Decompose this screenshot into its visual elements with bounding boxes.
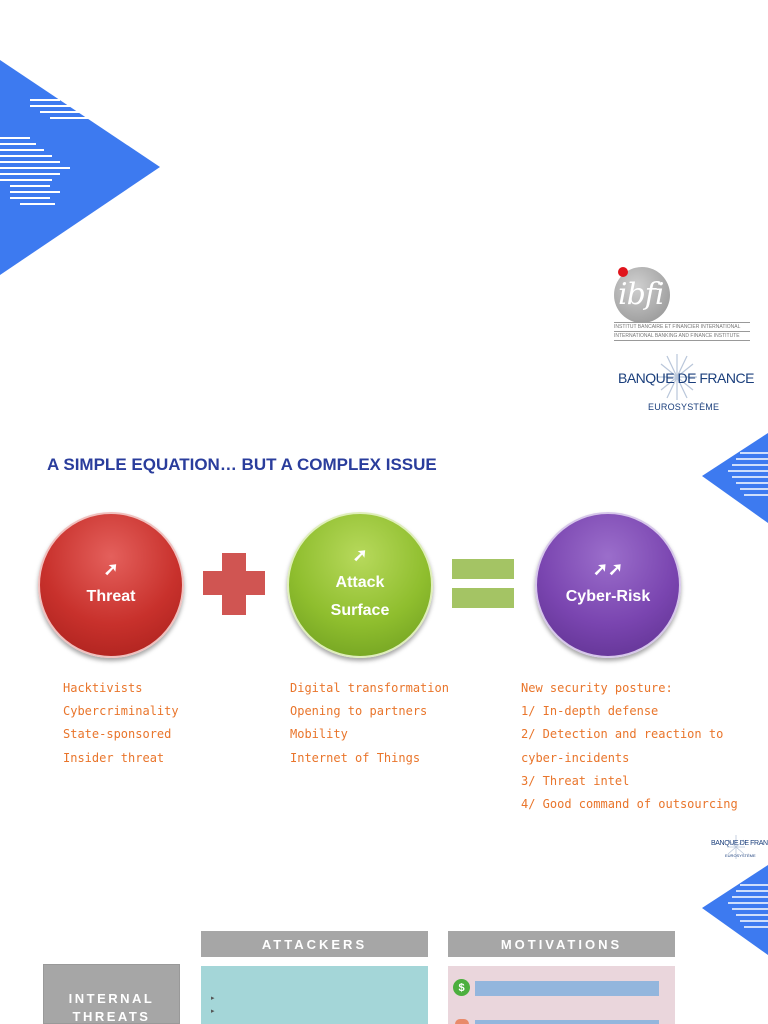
ibfi-logo-text: ibfi — [618, 277, 664, 312]
bdf-star-icon — [727, 835, 745, 859]
ibfi-subtitle-fr: INSTITUT BANCAIRE ET FINANCIER INTERNATI… — [614, 324, 741, 330]
arrow-up-right-icon: ➚ — [103, 559, 119, 579]
double-arrow-up-right-icon: ➚➚ — [592, 559, 624, 579]
list-item: 2/ Detection and reaction to — [521, 727, 724, 742]
attack-label-line1: Attack — [335, 574, 385, 591]
motivation-bar — [475, 1020, 659, 1024]
internal-threats-label-line2: THREATS — [72, 1009, 151, 1024]
list-item: Opening to partners — [290, 704, 428, 719]
list-item: Internet of Things — [290, 750, 421, 765]
cyber-risk-label: Cyber-Risk — [565, 588, 651, 605]
list-item: cyber-incidents — [521, 750, 630, 765]
equals-icon-bar — [452, 588, 514, 608]
plus-icon-bar — [203, 571, 265, 595]
threat-circle: ➚ Threat — [38, 512, 184, 658]
internal-threats-box: INTERNAL THREATS — [43, 964, 180, 1024]
ibfi-rule — [614, 322, 750, 323]
bdf-name: BANQUE DE FRANCE — [618, 370, 754, 386]
list-item: State-sponsored — [63, 727, 172, 742]
internal-threats-label-line1: INTERNAL — [68, 991, 155, 1006]
list-item: Digital transformation — [290, 681, 449, 695]
attackers-cell: ▸ ▸ — [201, 966, 428, 1024]
attack-label-line2: Surface — [330, 602, 390, 619]
slide-title: A SIMPLE EQUATION… BUT A COMPLEX ISSUE — [47, 455, 437, 474]
ibfi-red-dot — [618, 267, 628, 277]
motivations-header: MOTIVATIONS — [448, 931, 675, 957]
bullet-icon: ▸ — [211, 1008, 215, 1015]
banque-de-france-logo-small: BANQUE DE FRANCE EUROSYSTÈME — [709, 834, 768, 862]
equals-icon — [452, 559, 514, 579]
motivation-bar — [475, 981, 659, 996]
decorative-triangle — [0, 60, 160, 275]
decorative-triangle-right — [702, 433, 768, 523]
ibfi-logo: ibfi INSTITUT BANCAIRE ET FINANCIER INTE… — [612, 265, 752, 345]
list-item: New security posture: — [521, 681, 673, 695]
bdf-subtitle-small: EUROSYSTÈME — [725, 853, 756, 858]
bullet-icon: ▸ — [211, 995, 215, 1002]
bdf-name-small: BANQUE DE FRANCE — [711, 840, 768, 847]
list-item: 4/ Good command of outsourcing — [521, 797, 738, 812]
ibfi-subtitle-en: INTERNATIONAL BANKING AND FINANCE INSTIT… — [614, 333, 740, 339]
dollar-icon: $ — [453, 979, 470, 996]
bdf-subtitle: EUROSYSTÈME — [648, 402, 720, 412]
list-item: Mobility — [290, 727, 348, 742]
list-item: 1/ In-depth defense — [521, 704, 659, 719]
cyber-risk-list: New security posture: 1/ In-depth defens… — [521, 677, 738, 816]
motivation-icon — [455, 1019, 469, 1024]
list-item: 3/ Threat intel — [521, 773, 630, 788]
bdf-star-icon — [657, 354, 697, 400]
arrow-up-right-icon: ➚ — [352, 545, 368, 565]
list-item: Cybercriminality — [63, 704, 179, 719]
list-item: Insider threat — [63, 750, 165, 765]
cyber-risk-circle: ➚➚ Cyber-Risk — [535, 512, 681, 658]
list-item: Hacktivists — [63, 681, 143, 695]
banque-de-france-logo: BANQUE DE FRANCE EUROSYSTÈME — [612, 352, 754, 418]
attack-surface-list: Digital transformation Opening to partne… — [290, 677, 449, 770]
threat-label: Threat — [86, 588, 136, 605]
decorative-triangle-right-2 — [702, 865, 768, 955]
ibfi-rule — [614, 340, 750, 341]
attack-surface-circle: ➚ Attack Surface — [287, 512, 433, 658]
threat-list: Hacktivists Cybercriminality State-spons… — [63, 677, 179, 770]
attackers-header: ATTACKERS — [201, 931, 428, 957]
ibfi-rule — [614, 331, 750, 332]
